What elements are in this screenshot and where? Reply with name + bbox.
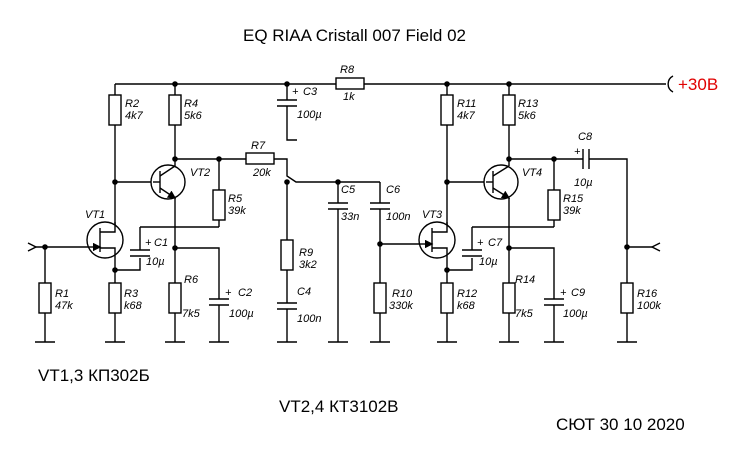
junction-dots [42,81,630,273]
c7-ref: C7 [488,237,503,249]
c4-ref: C4 [297,286,311,298]
c2-ref: C2 [238,287,252,299]
resistor-r12 [440,282,454,314]
resistor-r14 [502,282,516,314]
r15-value: 39k [563,205,581,217]
resistor-r2 [108,94,122,126]
r1-value: 47k [55,300,73,312]
resistor-r8 [335,77,365,90]
ground-wires [44,215,628,342]
svg-text:+: + [225,287,232,299]
r11-ref: R11 [457,98,476,110]
resistor-r10 [373,282,387,314]
svg-text:+: + [560,287,567,299]
c3-value: 100µ [297,109,322,121]
r16-ref: R16 [637,288,658,300]
r6-value: 7k5 [182,308,201,320]
resistor-r16 [620,282,634,314]
vt3-jfet [418,221,456,259]
r4-ref: R4 [184,98,198,110]
vt3-ref: VT3 [422,209,443,221]
r3-ref: R3 [124,288,139,300]
r16-value: 100k [637,300,661,312]
supply-rail [115,75,674,93]
svg-text:+: + [292,86,299,98]
resistor-r11 [440,94,454,126]
c6-value: 100n [386,211,410,223]
c6-ref: C6 [386,184,401,196]
r4-value: 5k6 [184,110,203,122]
svg-text:+: + [574,146,581,158]
r12-ref: R12 [457,288,477,300]
r7-ref: R7 [251,140,266,152]
r5-ref: R5 [228,193,243,205]
c5-value: 33n [341,211,359,223]
r9-ref: R9 [299,247,313,259]
resistor-r5 [212,189,226,221]
vt4-ref: VT4 [522,167,542,179]
c3-ref: C3 [303,86,318,98]
r10-ref: R10 [392,288,413,300]
input-terminal [27,242,96,252]
r14-value: 7k5 [515,308,534,320]
c8-ref: C8 [578,131,593,143]
c4-value: 100n [297,313,321,325]
vt1-ref: VT1 [85,209,105,221]
r8-ref: R8 [340,64,355,76]
resistor-r13 [502,94,516,126]
resistor-r6 [168,282,182,314]
r14-ref: R14 [515,274,535,286]
c1-value: 10µ [146,256,165,268]
r3-value: k68 [124,300,143,312]
c1-ref: C1 [154,237,168,249]
schematic-title: EQ RIAA Cristall 007 Field 02 [243,26,466,45]
r7-value: 20k [252,167,271,179]
c2-value: 100µ [229,308,254,320]
resistor-r9 [280,239,294,271]
resistor-r4 [168,94,182,126]
svg-text:+: + [477,237,484,249]
resistor-r7 [245,152,275,165]
author-date: СЮТ 30 10 2020 [556,415,685,434]
resistor-r15 [547,189,561,221]
supply-label: +30В [678,75,718,94]
r13-value: 5k6 [518,110,537,122]
resistor-r1 [38,282,52,314]
c9-ref: C9 [571,287,585,299]
output-terminal [627,242,661,252]
c8-value: 10µ [574,177,593,189]
c5-ref: C5 [341,184,356,196]
vt1-jfet [86,221,124,259]
r11-value: 4k7 [457,110,476,122]
r9-value: 3k2 [299,259,317,271]
resistor-r3 [108,282,122,314]
r5-value: 39k [228,205,246,217]
fet-type-note: VT1,3 КП302Б [38,366,150,385]
c9-value: 100µ [563,308,588,320]
r15-ref: R15 [563,193,584,205]
r10-value: 330k [389,300,413,312]
c7-value: 10µ [479,256,498,268]
r8-value: 1k [343,91,355,103]
r13-ref: R13 [518,98,539,110]
r2-value: 4k7 [125,110,144,122]
bjt-type-note: VT2,4 КТ3102В [279,397,399,416]
vt2-ref: VT2 [190,167,210,179]
r12-value: k68 [457,300,476,312]
r6-ref: R6 [184,274,199,286]
vt4-bjt [483,164,519,200]
vt2-bjt [150,164,186,200]
r2-ref: R2 [125,98,139,110]
svg-text:+: + [145,237,152,249]
r1-ref: R1 [55,288,69,300]
